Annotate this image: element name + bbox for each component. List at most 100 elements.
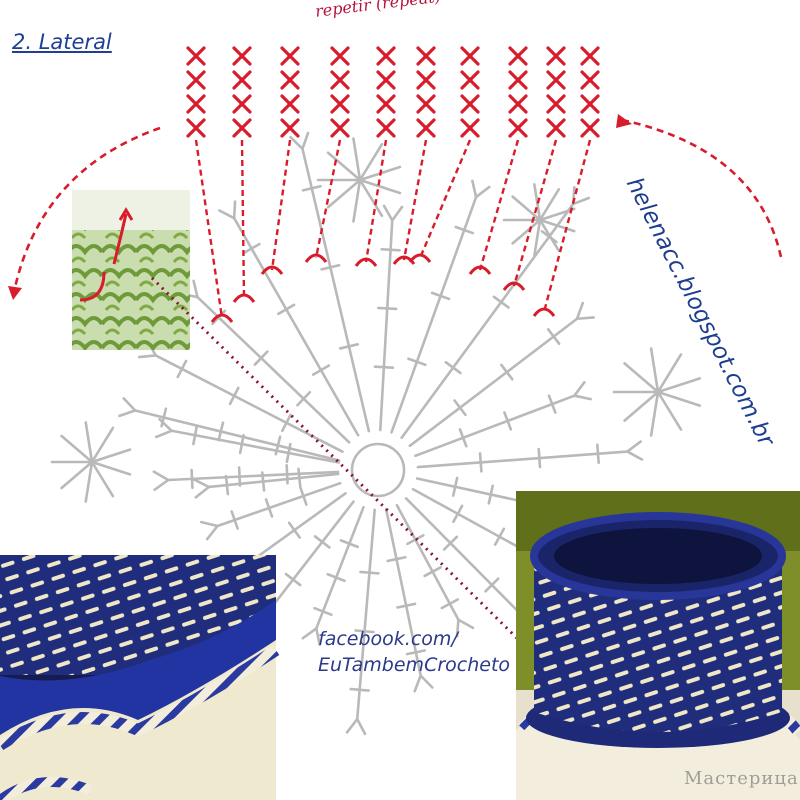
stitch-v [205,524,219,541]
stitch-bar [297,467,302,489]
shell-stitch [84,421,94,464]
x-stitch [280,94,300,114]
x-stitch [186,118,206,138]
spoke-stitch [315,505,365,630]
stitch-bar [296,390,312,407]
guide-line [314,139,342,259]
stitch-v [137,354,158,359]
stitch-v [194,485,211,499]
stitch-bar [423,566,442,578]
shell-stitch [90,460,132,476]
stitch-bar [405,649,426,656]
stitch-bar [493,527,506,546]
shell-stitch [352,137,362,182]
x-stitch [376,94,396,114]
basket-closeup-photo [0,555,280,800]
stitch-v [626,440,642,453]
stitch-bar [359,570,380,575]
stitch-bar [452,504,464,523]
stitch-target-arc [532,307,556,317]
stitch-v [232,200,237,220]
stitch-bar [287,521,301,539]
guide-line [364,139,388,263]
stitch-v [573,394,592,401]
stitch-v [154,429,173,439]
shell-stitch [511,195,542,222]
stitch-v [382,204,394,222]
stitch-target-arc [354,257,378,267]
stitch-bar [537,447,542,469]
stitch-v [218,209,236,220]
stitch-bar [376,306,398,311]
stitch-v [118,409,137,418]
repeat-guide-lines [194,139,592,323]
x-stitch [460,46,480,66]
shell-stitch [90,448,132,464]
repeat-stitch-markers [186,46,600,138]
facebook-line-2: EuTambemCrocheto [318,654,511,676]
stitch-bar [224,474,230,496]
stitch-v [419,674,434,689]
shell-stitch [60,434,94,464]
x-stitch [416,94,436,114]
guide-line [270,139,292,271]
stitch-bar [311,364,331,376]
stitch-bar [492,295,510,309]
stitch-v [315,627,321,647]
spoke-stitch [408,317,579,448]
stitch-v [345,717,359,734]
stitch-v [571,196,591,206]
stitch-bar [160,407,168,428]
shell-stitch [84,460,94,503]
shell-stitch [511,218,542,245]
stitch-bar [453,399,467,417]
stitch-bar [285,464,289,485]
spoke-stitch [395,503,460,622]
x-stitch [280,118,300,138]
stitch-bar [237,466,242,487]
x-stitch [186,94,206,114]
spoke-stitch [232,216,360,437]
stitch-bar [264,498,274,518]
stitch-bar [338,343,359,350]
stitch-v [455,618,460,638]
shell-stitch [326,151,362,182]
x-stitch [460,70,480,90]
stitch-v [575,316,595,321]
dotted-reference-line [150,276,606,726]
x-stitch [330,46,350,66]
stitch-bar [320,263,341,271]
stitch-target-arc [210,313,234,323]
stitch-bar [253,350,269,366]
x-stitch [232,46,252,66]
x-stitch [186,46,206,66]
x-stitch [376,118,396,138]
stitch-bar [190,468,194,490]
stitch-bar [484,577,500,593]
shell-stitch [538,207,576,222]
spoke-stitch [207,472,340,489]
direction-arrows [12,118,784,293]
spoke-stitch [133,409,341,462]
stitch-bar [313,606,333,617]
x-stitch [580,70,600,90]
facebook-credit[interactable]: facebook.com/ EuTambemCrocheto [318,626,510,678]
stitch-target-arc [392,255,416,265]
guide-line [418,139,472,259]
guide-line [542,139,592,313]
spoke-stitch [400,202,575,440]
stitch-target-arc [502,281,526,291]
spoke-stitch [355,508,376,721]
shell-stitch [656,390,683,431]
shell-stitch [649,347,660,394]
x-stitch [580,118,600,138]
stitch-bar [349,687,370,692]
x-stitch [546,94,566,114]
inset-stitch-photo [72,190,190,350]
stitch-bar [451,476,459,497]
stitch-bar [503,411,513,431]
x-stitch [330,118,350,138]
stitch-bar [277,303,296,316]
spoke-stitch [216,481,342,528]
